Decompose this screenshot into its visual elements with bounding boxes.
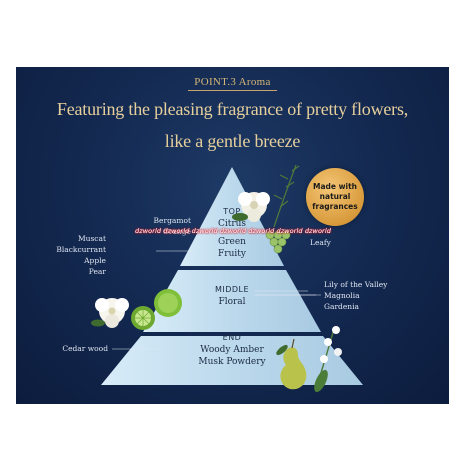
pear-icon [276,338,307,390]
headline-line-2: like a gentle breeze [164,131,301,151]
lily-of-the-valley-icon [314,326,342,393]
tier-end-title: END [222,333,242,342]
tier-top-title: TOP [223,207,241,216]
pyramid-tier-middle [143,270,321,332]
tier-top-note: Green [218,237,246,247]
lime-icon [131,289,182,330]
ingredient-list-top-right: Leafy [310,237,390,248]
tier-middle-text: MIDDLE Floral [192,284,272,308]
ingredient-item: Bergamot [153,216,191,225]
fragrance-pyramid [91,164,363,393]
ingredient-item: Lily of the Valley [324,280,388,289]
natural-fragrance-badge: Made with natural fragrances [306,168,364,226]
tier-end-note: Musk Powdery [198,357,266,367]
rosemary-sprig-icon [273,164,300,228]
pyramid-tier-top [180,167,284,266]
ingredient-item: Orange [162,227,191,236]
headline-line-1: Featuring the pleasing fragrance of pret… [56,99,409,119]
point-label: POINT.3 Aroma [16,76,449,91]
ingredient-list-top-left-2: Muscat Blackcurrant Apple Pear [16,233,106,277]
grapes-icon [265,230,291,254]
tier-middle-note: Floral [218,297,246,307]
ingredient-item: Muscat [77,234,106,243]
point-label-text: POINT.3 Aroma [188,76,277,91]
ingredient-item: Apple [84,256,106,265]
watermark-text: dzworld dzworld dzworld dzworld dzworld … [135,227,331,235]
ingredient-item: Gardenia [324,302,359,311]
tier-top-note: Fruity [218,249,246,259]
tier-middle-title: MIDDLE [214,285,250,294]
ingredient-item: Magnolia [324,291,360,300]
badge-text: Made with natural fragrances [312,182,358,211]
ingredient-list-top-left-1: Bergamot Orange [101,215,191,237]
gardenia-flower-icon [232,192,270,222]
tier-end-note: Woody Amber [200,345,264,355]
ingredient-list-middle-right: Lily of the Valley Magnolia Gardenia [324,279,434,312]
tier-top-note: Citrus [217,219,247,229]
ingredient-item: Leafy [310,238,331,247]
ingredient-item: Pear [88,267,106,276]
tier-end-text: END Woody Amber Musk Powdery [176,332,288,368]
tier-top-text: TOP Citrus Green Fruity [192,206,272,260]
aroma-panel: POINT.3 Aroma Featuring the pleasing fra… [16,67,449,404]
ingredient-item: Blackcurrant [56,245,106,254]
ingredient-item: Cedar wood [62,344,108,353]
white-flower-icon [91,298,129,328]
ingredient-list-end-left: Cedar wood [18,343,108,354]
